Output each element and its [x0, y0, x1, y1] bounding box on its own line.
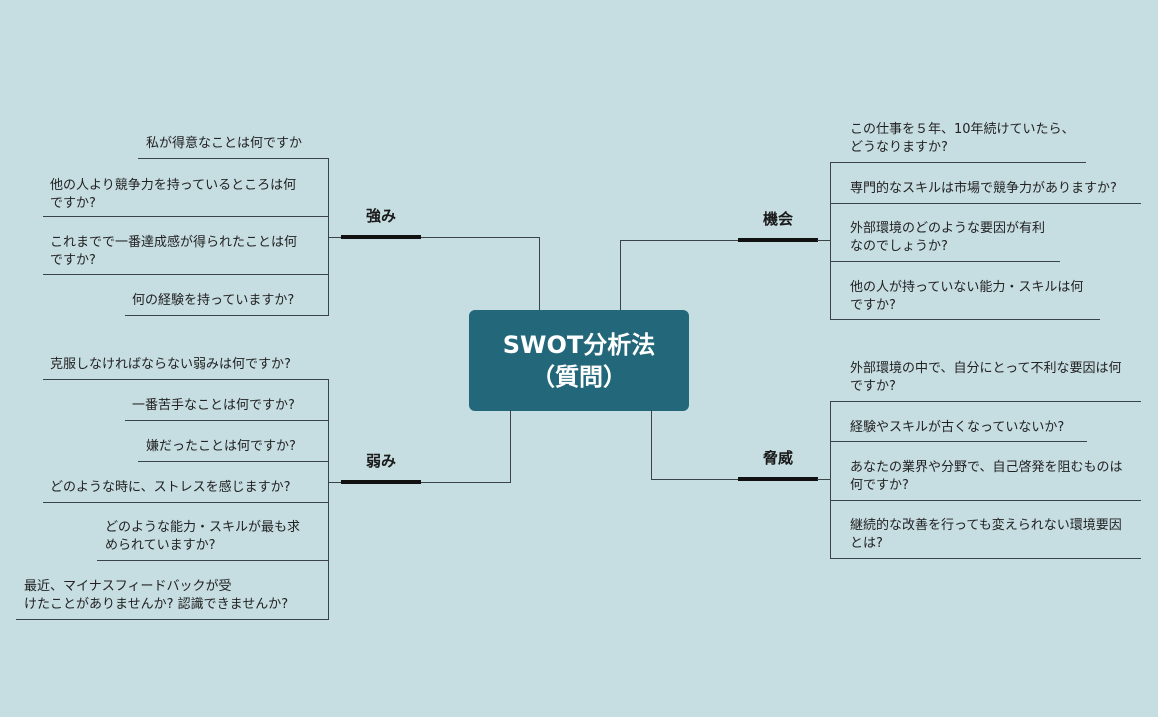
topic-bar-threats: [738, 477, 818, 481]
strengths-item-3[interactable]: これまでで一番達成感が得られたことは何 ですか?: [50, 235, 298, 268]
weaknesses-item-6[interactable]: 最近、マイナスフィードバックが受 けたことがありませんか? 認識できませんか?: [24, 579, 289, 612]
connector-opportunities: [620, 240, 621, 310]
underline: [43, 274, 329, 275]
threats-item-3[interactable]: あなたの業界や分野で、自己啓発を阻むものは 何ですか?: [850, 460, 1123, 493]
bracket-threats: [830, 401, 831, 559]
underline: [830, 203, 1141, 204]
bracket-stub-strengths: [328, 237, 341, 238]
opportunities-item-1[interactable]: この仕事を５年、10年続けていたら、 どうなりますか?: [850, 122, 1075, 155]
topic-threats[interactable]: 脅威: [762, 449, 793, 467]
strengths-item-4[interactable]: 何の経験を持っていますか?: [132, 293, 295, 308]
underline: [16, 619, 329, 620]
strengths-item-1[interactable]: 私が得意なことは何ですか: [146, 136, 303, 151]
connector-threats: [651, 410, 652, 480]
underline: [830, 162, 1086, 163]
bracket-stub-threats: [817, 479, 830, 480]
weaknesses-item-2[interactable]: 一番苦手なことは何ですか?: [132, 398, 295, 413]
topic-bar-opportunities: [738, 238, 818, 242]
topic-bar-weaknesses: [341, 480, 421, 484]
connector-threats-h: [651, 479, 738, 480]
connector-opportunities-h: [620, 240, 738, 241]
bracket-stub-opportunities: [817, 240, 830, 241]
underline: [830, 401, 1141, 402]
underline: [830, 558, 1141, 559]
connector-strengths: [539, 237, 540, 310]
bracket-weaknesses: [328, 379, 329, 620]
underline: [43, 216, 329, 217]
central-topic-subtitle: （質問）: [531, 362, 627, 391]
underline: [830, 319, 1100, 320]
threats-item-1[interactable]: 外部環境の中で、自分にとって不利な要因は何 ですか?: [850, 361, 1122, 394]
underline: [43, 379, 329, 380]
bracket-strengths: [328, 158, 329, 316]
bracket-stub-weaknesses: [328, 482, 341, 483]
underline: [97, 560, 329, 561]
underline: [830, 261, 1060, 262]
weaknesses-item-4[interactable]: どのような時に、ストレスを感じますか?: [50, 480, 291, 495]
underline: [830, 500, 1141, 501]
underline: [125, 315, 329, 316]
bracket-opportunities: [830, 162, 831, 320]
underline: [125, 420, 329, 421]
weaknesses-item-1[interactable]: 克服しなければならない弱みは何ですか?: [50, 357, 291, 372]
opportunities-item-3[interactable]: 外部環境のどのような要因が有利 なのでしょうか?: [850, 221, 1046, 254]
threats-item-4[interactable]: 継続的な改善を行っても変えられない環境要因 とは?: [850, 518, 1122, 551]
underline: [43, 502, 329, 503]
connector-weaknesses-h: [420, 482, 511, 483]
threats-item-2[interactable]: 経験やスキルが古くなっていないか?: [850, 420, 1065, 435]
opportunities-item-2[interactable]: 専門的なスキルは市場で競争力がありますか?: [850, 181, 1117, 196]
underline: [138, 158, 329, 159]
underline: [138, 461, 329, 462]
opportunities-item-4[interactable]: 他の人が持っていない能力・スキルは何 ですか?: [850, 280, 1084, 313]
underline: [830, 441, 1087, 442]
weaknesses-item-3[interactable]: 嫌だったことは何ですか?: [146, 439, 296, 454]
topic-bar-strengths: [341, 235, 421, 239]
topic-weaknesses[interactable]: 弱み: [365, 452, 396, 470]
weaknesses-item-5[interactable]: どのような能力・スキルが最も求 められていますか?: [105, 520, 301, 553]
connector-weaknesses: [510, 410, 511, 483]
central-topic-node[interactable]: SWOT分析法 （質問）: [469, 310, 689, 411]
topic-strengths[interactable]: 強み: [365, 207, 396, 225]
strengths-item-2[interactable]: 他の人より競争力を持っているところは何 ですか?: [50, 178, 297, 211]
connector-strengths-h: [420, 237, 540, 238]
topic-opportunities[interactable]: 機会: [762, 210, 793, 228]
central-topic-title: SWOT分析法: [502, 330, 656, 359]
